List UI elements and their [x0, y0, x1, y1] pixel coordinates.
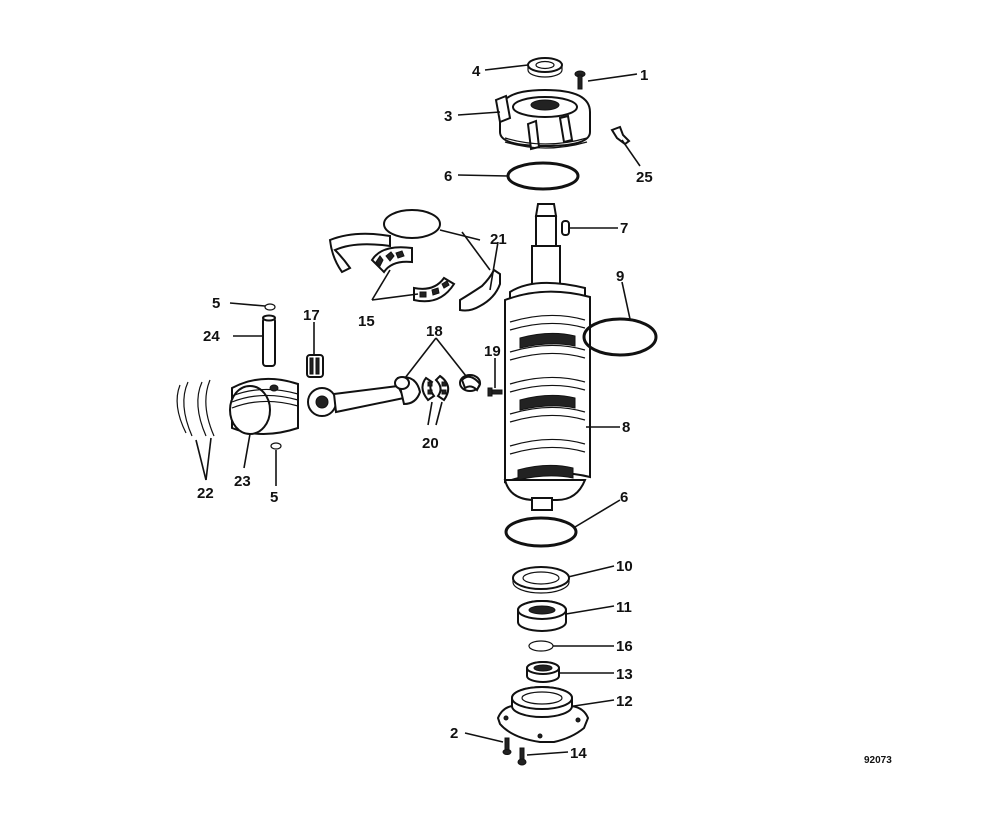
part-lower-bearing-housing: [496, 686, 590, 743]
part-clip: [610, 125, 631, 146]
callout-13: 13: [616, 666, 633, 683]
part-retainer-ring-upper: [264, 303, 276, 311]
drawing-number: 92073: [864, 755, 892, 766]
part-crankshaft: [503, 203, 591, 511]
callout-8: 8: [622, 419, 630, 436]
part-seal-lower: [526, 661, 560, 683]
part-rod-bearing-cages: [421, 374, 450, 402]
part-washer-plate: [512, 566, 570, 594]
callout-17: 17: [303, 307, 320, 324]
callout-25: 25: [636, 169, 653, 186]
part-snap-ring: [528, 640, 554, 652]
callout-23: 23: [234, 473, 251, 490]
part-needle-bearing-cages: [370, 246, 456, 303]
callout-5-upper: 5: [212, 295, 220, 312]
part-piston-rings: [176, 379, 215, 437]
callout-18: 18: [426, 323, 443, 340]
callout-1: 1: [640, 67, 648, 84]
part-screw-upper: [574, 70, 586, 90]
callout-5-lower: 5: [270, 489, 278, 506]
callout-10: 10: [616, 558, 633, 575]
callout-11: 11: [616, 599, 632, 616]
part-piston: [229, 377, 299, 435]
part-needle-bearing: [306, 354, 324, 378]
callout-14: 14: [570, 745, 587, 762]
part-wrist-pin: [262, 314, 276, 367]
callout-20: 20: [422, 435, 439, 452]
callout-9: 9: [616, 268, 624, 285]
part-key: [561, 220, 570, 236]
callout-21: 21: [490, 231, 507, 248]
callout-12: 12: [616, 693, 633, 710]
callout-19: 19: [484, 343, 501, 360]
callout-6-lower: 6: [620, 489, 628, 506]
callout-3: 3: [444, 108, 452, 125]
part-seal-top: [527, 57, 563, 78]
callout-7: 7: [620, 220, 628, 237]
callout-4: 4: [472, 63, 481, 80]
part-retainer-ring-lower: [270, 442, 282, 450]
callout-6-upper: 6: [444, 168, 452, 185]
part-ball-bearing: [517, 600, 567, 632]
part-upper-bearing-housing: [494, 88, 591, 151]
callout-24: 24: [203, 328, 220, 345]
part-screw-lower-right: [517, 747, 527, 766]
part-rod-bolt: [487, 387, 503, 397]
part-screw-lower-left: [502, 737, 512, 755]
part-o-ring-large: [582, 317, 658, 357]
part-o-ring-upper: [506, 161, 580, 191]
part-o-ring-lower: [504, 516, 578, 548]
part-main-bearing-set: [328, 209, 501, 312]
part-rod-cap-halves: [394, 374, 482, 392]
leader-lines: [195, 64, 641, 756]
callout-22: 22: [197, 485, 214, 502]
callout-labels: 1 2 3 4 5 5 6 6 7 8 9 10 11 12 13 14 15 …: [197, 63, 653, 762]
callout-16: 16: [616, 638, 633, 655]
callout-15: 15: [358, 313, 375, 330]
callout-2: 2: [450, 725, 458, 742]
